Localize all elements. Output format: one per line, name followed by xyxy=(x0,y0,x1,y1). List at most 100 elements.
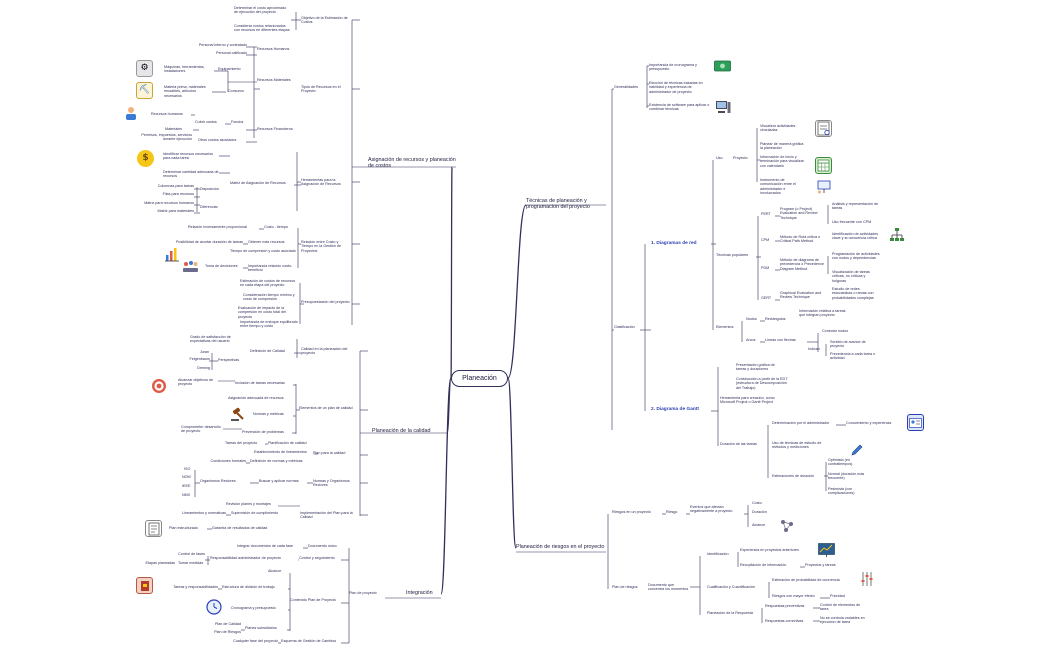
node-equipamiento[interactable]: Equipamiento xyxy=(218,67,241,71)
node-deming[interactable]: Deming xyxy=(197,366,210,370)
node-cpm-desc[interactable]: Método de Ruta crítica o Critical Path M… xyxy=(780,235,821,244)
node-estudio-redes[interactable]: Estudio de redes estocásticas o ramas co… xyxy=(832,287,874,300)
node-no-controla[interactable]: No se controla variables en ejecución de… xyxy=(820,616,865,625)
branch-integracion[interactable]: Integración xyxy=(406,590,433,596)
node-documento-momentos[interactable]: Documento que concentra los momentos xyxy=(648,583,689,592)
node-fondos[interactable]: Fondos xyxy=(231,120,244,124)
node-recopilacion-informacion[interactable]: Recopilación de información xyxy=(740,563,787,567)
node-programacion-actividades[interactable]: Programación de actividades con nodos y … xyxy=(832,252,880,261)
node-etapas-planeadas[interactable]: Etapas planeadas xyxy=(145,561,175,565)
node-evaluacion-impacto[interactable]: Evaluación de impacto de la compresión e… xyxy=(238,306,286,319)
node-pert[interactable]: PERT xyxy=(761,212,771,216)
node-construccion-edt[interactable]: Construcción a partir de la EDT (estruct… xyxy=(736,377,788,390)
group-normas-organismos[interactable]: Normas y Organismos Rectores xyxy=(313,479,350,488)
node-definicion-calidad[interactable]: Definición de Calidad xyxy=(250,349,285,353)
node-identificacion-actividades[interactable]: Identificación de actividades clave y su… xyxy=(832,232,879,241)
node-determinar-cantidad[interactable]: Determinar cantidad adecuada de recursos xyxy=(163,170,219,179)
node-otros-costos[interactable]: Otros costos asociados xyxy=(198,138,237,142)
node-estimaciones-duracion[interactable]: Estimaciones de duración xyxy=(772,474,815,478)
node-pesimista[interactable]: Pesimista (con complicaciones) xyxy=(828,487,855,496)
node-herramienta-creacion[interactable]: Herramienta para creación, como Microsof… xyxy=(720,396,775,405)
node-visualizar-actividades[interactable]: Visualizar actividades vinculadas xyxy=(760,124,796,133)
node-control-fases[interactable]: Control de fases xyxy=(178,552,205,556)
node-cronograma-presupuesto[interactable]: Cronograma y presupuesto xyxy=(231,606,276,610)
node-duracion[interactable]: Duración xyxy=(752,510,767,514)
node-definicion-normas[interactable]: Definición de normas y métricas xyxy=(250,459,303,463)
node-pdm[interactable]: PDM xyxy=(761,266,770,270)
node-diagrama-gantt[interactable]: 2. Diagrama de Gantt xyxy=(651,407,699,412)
node-control-seguimiento[interactable]: Control y seguimiento xyxy=(299,556,335,560)
node-experiencia-proyectos[interactable]: Experiencia en proyectos anteriores xyxy=(740,548,799,552)
node-estimacion-probabilidad[interactable]: Estimación de probabilidad de ocurrencia xyxy=(772,578,840,582)
node-condiciones-formales[interactable]: Condiciones formales xyxy=(210,459,246,463)
node-matriz-asignacion[interactable]: Matriz de Asignación de Recursos xyxy=(230,181,286,185)
node-tiempo-minimo[interactable]: Consideración tiempo mínimo y costo de c… xyxy=(243,293,295,302)
node-identificar-recursos[interactable]: Identificar recursos necesarios para cad… xyxy=(163,152,214,161)
group-clasificacion[interactable]: Clasificación xyxy=(614,325,635,329)
node-ieee[interactable]: IEEE xyxy=(182,484,191,488)
node-filas-recursos[interactable]: Filas para recursos xyxy=(162,192,194,196)
node-asignacion-recursos[interactable]: Asignación adecuada de recursos xyxy=(228,396,284,400)
node-estructura-division[interactable]: Estructura de división de trabajo xyxy=(222,585,275,589)
node-organismos-rectores[interactable]: Organismos Rectores xyxy=(200,479,236,483)
branch-planeacion-calidad[interactable]: Planeación de la calidad xyxy=(372,428,431,434)
group-objetivo-estimacion[interactable]: Objetivo de la Estimación de Costos xyxy=(301,16,348,25)
node-eleccion-tecnicas[interactable]: Elección de técnicas basadas en habilida… xyxy=(649,81,703,94)
node-importancia-cronograma[interactable]: Importancia de cronograma y presupuesto xyxy=(649,63,697,72)
node-conocimiento-experiencia[interactable]: Conocimiento y experiencia xyxy=(846,421,892,425)
node-eventos-afectan[interactable]: Eventos que afectan negativamente a proy… xyxy=(690,505,733,514)
node-cualquier-fase[interactable]: Cualquier fase del proyecto xyxy=(233,639,278,643)
node-matriz-materiales[interactable]: Matriz para materiales xyxy=(157,209,194,213)
group-implementacion-plan[interactable]: Implementación del Plan para la Calidad xyxy=(300,511,353,520)
node-elementos[interactable]: Elementos xyxy=(716,325,734,329)
node-sentido-avance[interactable]: Sentido de avance de proyecto xyxy=(830,340,866,349)
node-planear-grafica[interactable]: Planear de manera gráfica la planeación xyxy=(760,142,804,151)
group-plan-proyecto[interactable]: Plan de proyecto xyxy=(349,591,377,595)
group-tipos-recursos[interactable]: Tipos de Recursos en el Proyecto xyxy=(301,85,341,94)
node-control-elementos[interactable]: Control de elementos de tarea xyxy=(820,603,861,612)
node-buscar-normas[interactable]: Buscar y aplicar normas xyxy=(259,479,299,483)
node-personal-calificado[interactable]: Personal calificado xyxy=(216,51,247,55)
node-plan-calidad[interactable]: Plan de Calidad xyxy=(214,622,241,626)
node-nodos[interactable]: Nodos xyxy=(746,317,757,321)
node-precedencia-tarea[interactable]: Precedencia a cada tarea o actividad xyxy=(830,352,876,361)
node-documento-unico[interactable]: Documento único xyxy=(308,544,337,548)
node-contenido-plan[interactable]: Contenido Plan de Proyecto xyxy=(290,598,336,602)
node-considerar-costos[interactable]: Considerar costos relacionados con recur… xyxy=(234,24,290,33)
node-cualificacion[interactable]: Cualificación y Cuantificación xyxy=(707,585,755,589)
node-tiempo-compresion[interactable]: Tiempo de compresión y costo asociado xyxy=(230,249,296,253)
group-elementos-plan-calidad[interactable]: Elementos de un plan de calidad xyxy=(299,406,353,410)
node-materia-prima[interactable]: Materia prima, materiales reusables, art… xyxy=(164,85,206,98)
node-respuestas-preventivas[interactable]: Respuestas preventivas xyxy=(765,604,805,608)
node-alcance-riesgo[interactable]: Alcance xyxy=(752,523,766,527)
group-presupuestacion[interactable]: Presupuestación del proyecto xyxy=(301,300,350,304)
node-integrar-documentos[interactable]: Integrar documentos de cada fase xyxy=(237,544,293,548)
node-disposicion[interactable]: Disposición xyxy=(200,187,219,191)
node-presentacion-grafica[interactable]: Presentación gráfica de tareas y duracio… xyxy=(736,363,775,372)
node-informacion-tareas[interactable]: Información relativa a tareas que integr… xyxy=(799,309,846,318)
node-recursos-materiales[interactable]: Recursos Materiales xyxy=(257,78,291,82)
node-uso-cpm[interactable]: Uso frecuente con CPM xyxy=(832,220,872,224)
node-acortar-duracion[interactable]: Posibilidad de acortar duración de tarea… xyxy=(175,240,243,244)
node-cpm[interactable]: CPM xyxy=(761,238,770,242)
node-columnas-tareas[interactable]: Columnas para tareas xyxy=(157,184,194,188)
group-relacion-costo-tiempo[interactable]: Relación entre Costo y Tiempo en la Gest… xyxy=(301,240,342,253)
node-duracion-tareas[interactable]: Duración de las tareas xyxy=(720,442,757,446)
node-existencia-software[interactable]: Existencia de software para aplicar o co… xyxy=(649,103,710,112)
node-establecimiento-lineamientos[interactable]: Establecimiento de lineamientos xyxy=(254,450,307,454)
node-costo-tiempo[interactable]: Costo - tiempo xyxy=(264,225,288,229)
node-rectangulos[interactable]: Rectángulos xyxy=(765,317,786,321)
group-calidad-planeacion[interactable]: Calidad en la planeación del proyecto xyxy=(301,347,348,356)
node-determinar-costo[interactable]: Determinar el costo aproximado de ejecuc… xyxy=(234,6,287,15)
node-materiales[interactable]: Materiales xyxy=(165,127,183,131)
node-tareas-proyecto[interactable]: Tareas del proyecto xyxy=(225,441,258,445)
group-riesgos-proyecto[interactable]: Riesgos en un proyecto xyxy=(612,510,651,514)
node-planes-subsidiarios[interactable]: Planes subsidiarios xyxy=(245,626,277,630)
node-matriz-humanos[interactable]: Matriz para recursos humanos xyxy=(144,201,194,205)
node-determinacion-admin[interactable]: Determinación por el administrador xyxy=(772,421,830,425)
node-lineas-flechas[interactable]: Líneas con flechas xyxy=(765,338,796,342)
node-normal[interactable]: Normal (duración más frecuente) xyxy=(828,472,865,481)
node-iso[interactable]: ISO xyxy=(184,467,191,471)
group-plan-riesgos[interactable]: Plan de riesgos xyxy=(612,585,638,589)
node-indican[interactable]: Indican xyxy=(808,347,820,351)
